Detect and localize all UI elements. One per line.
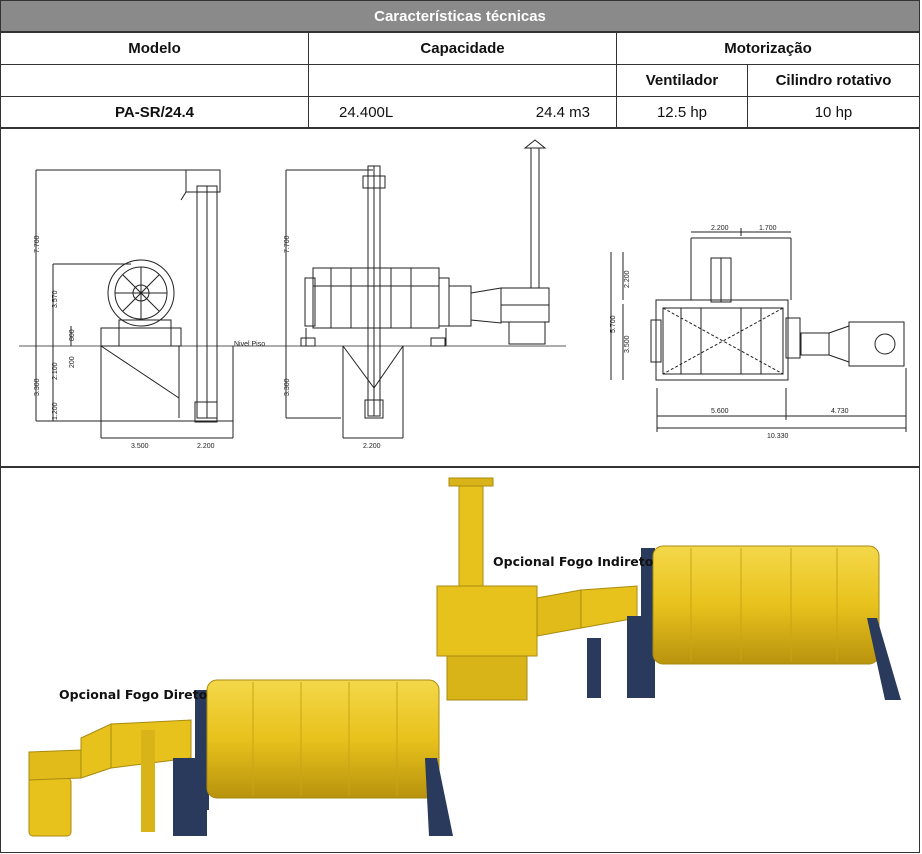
table-row: PA-SR/24.4 24.400L 24.4 m3 12.5 hp 10 hp xyxy=(0,96,920,129)
drawings-svg: Nivel Piso 7.700 3.570 800 2.100 200 3.3… xyxy=(19,139,907,450)
subheader-fan: Ventilador xyxy=(616,64,748,97)
dim-right-10330: 10.330 xyxy=(767,433,789,440)
label-indirect-fire: Opcional Fogo Indireto xyxy=(493,554,654,569)
cell-capacity: 24.400L 24.4 m3 xyxy=(308,96,617,129)
dim-right-5600: 5.600 xyxy=(711,408,729,415)
cell-capacity-m3: 24.4 m3 xyxy=(535,104,590,121)
dim-left-2100: 2.100 xyxy=(52,362,59,380)
specs-table: Modelo Capacidade Motorização Ventilador… xyxy=(0,32,920,129)
header-model: Modelo xyxy=(0,32,309,65)
dim-right-4730: 4.730 xyxy=(831,408,849,415)
photos-svg xyxy=(28,477,901,837)
page-title: Características técnicas xyxy=(0,0,920,32)
dim-mid-3300: 3.300 xyxy=(284,378,291,396)
dim-left-3570: 3.570 xyxy=(52,290,59,308)
floor-label: Nivel Piso xyxy=(234,341,265,348)
middle-elevation-view xyxy=(285,139,550,439)
indirect-fire-machine xyxy=(436,477,901,701)
dim-right-5700: 5.700 xyxy=(610,315,617,333)
dim-left-2200: 2.200 xyxy=(197,443,215,450)
direct-fire-machine xyxy=(28,679,453,837)
table-header-row: Modelo Capacidade Motorização xyxy=(0,32,920,65)
header-capacity: Capacidade xyxy=(308,32,617,65)
dim-left-200: 200 xyxy=(69,356,76,368)
label-direct-fire: Opcional Fogo Direto xyxy=(59,687,208,702)
cell-model: PA-SR/24.4 xyxy=(0,96,309,129)
subheader-drum: Cilindro rotativo xyxy=(747,64,920,97)
empty-cell xyxy=(308,64,617,97)
cell-fan: 12.5 hp xyxy=(616,96,748,129)
dim-left-800: 800 xyxy=(69,329,76,341)
machine-photos: Opcional Fogo Indireto Opcional Fogo Dir… xyxy=(0,467,920,853)
right-plan-view xyxy=(610,228,907,432)
dim-left-1200: 1.200 xyxy=(52,402,59,420)
table-subheader-row: Ventilador Cilindro rotativo xyxy=(0,64,920,97)
dim-mid-2200: 2.200 xyxy=(363,443,381,450)
header-motor: Motorização xyxy=(616,32,920,65)
dim-left-3300: 3.300 xyxy=(34,378,41,396)
left-elevation-view xyxy=(35,169,234,439)
cell-drum: 10 hp xyxy=(747,96,920,129)
technical-drawings: Nivel Piso 7.700 3.570 800 2.100 200 3.3… xyxy=(0,127,920,467)
dim-right-1700: 1.700 xyxy=(759,225,777,232)
dim-left-height: 7.700 xyxy=(34,235,41,253)
dim-right-3500: 3.500 xyxy=(624,335,631,353)
dim-left-3500: 3.500 xyxy=(131,443,149,450)
dim-right-2200v: 2.200 xyxy=(624,270,631,288)
cell-capacity-liters: 24.400L xyxy=(339,104,394,121)
dim-mid-height: 7.700 xyxy=(284,235,291,253)
empty-cell xyxy=(0,64,309,97)
dim-right-2200: 2.200 xyxy=(711,225,729,232)
